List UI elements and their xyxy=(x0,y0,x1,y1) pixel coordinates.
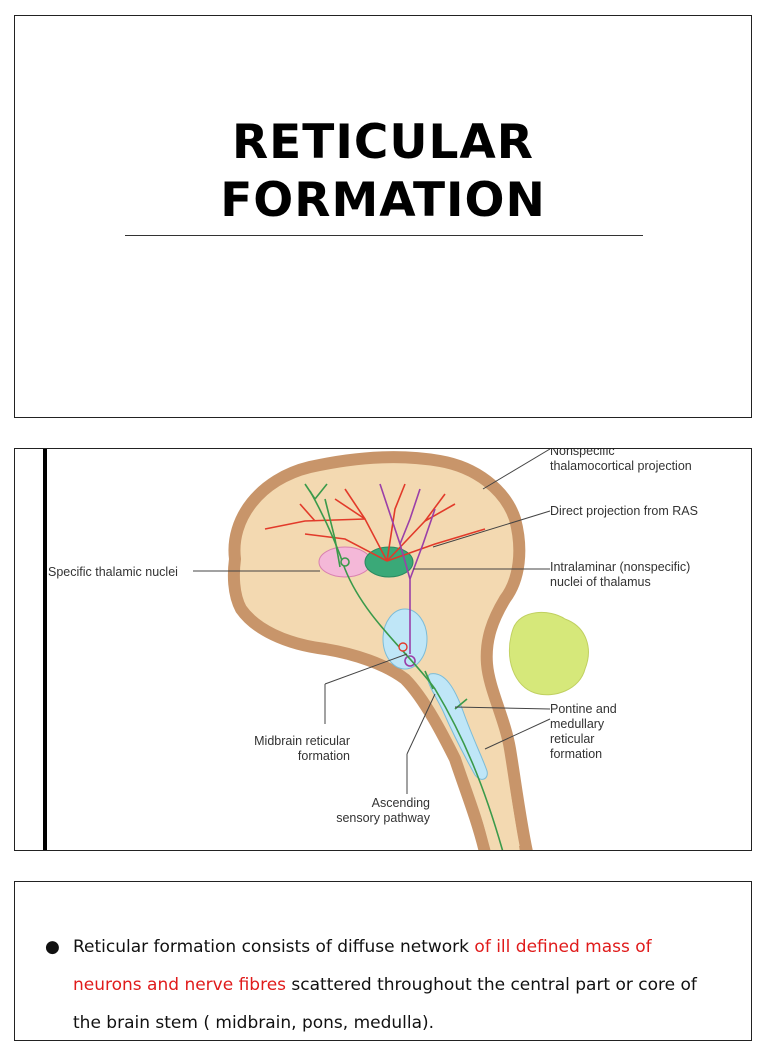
reticular-formation-diagram: Nonspecific thalamocortical projection D… xyxy=(48,449,698,850)
label-midbrain-line2: formation xyxy=(298,749,350,763)
label-pontine-line1: Pontine and xyxy=(550,702,617,716)
label-midbrain-line1: Midbrain reticular xyxy=(254,734,350,748)
title-line-1: RETICULAR xyxy=(231,115,534,170)
label-intralaminar-line2: nuclei of thalamus xyxy=(550,575,651,589)
brain-cortex-shape xyxy=(227,451,533,850)
ascending-sensory-path xyxy=(304,483,504,850)
label-nonspecific-line2: thalamocortical projection xyxy=(550,459,692,473)
slide-left-border xyxy=(43,449,47,850)
nonspecific-projection-paths xyxy=(264,483,486,562)
midbrain-node xyxy=(398,642,408,652)
label-pontine-line3: reticular xyxy=(550,732,594,746)
label-specific-thalamic: Specific thalamic nuclei xyxy=(48,565,178,579)
midbrain-reticular-formation xyxy=(382,608,428,670)
label-direct-projection: Direct projection from RAS xyxy=(550,504,698,518)
title-slide: RETICULAR FORMATION xyxy=(14,15,752,418)
text-slide: ● Reticular formation consists of diffus… xyxy=(14,881,752,1041)
label-nonspecific-line1: Nonspecific xyxy=(550,449,615,458)
title-underline xyxy=(125,235,643,236)
bullet-text-part1: Reticular formation consists of diffuse … xyxy=(73,937,475,957)
diagram-slide: Nonspecific thalamocortical projection D… xyxy=(14,448,752,851)
bullet-dot-icon: ● xyxy=(45,937,60,957)
label-pontine-line2: medullary xyxy=(550,717,605,731)
slide-title: RETICULAR FORMATION xyxy=(15,114,751,230)
pontine-medullary-reticular-formation xyxy=(427,673,488,780)
label-pontine-line4: formation xyxy=(550,747,602,761)
title-line-2: FORMATION xyxy=(220,173,546,228)
direct-projection-path xyxy=(379,483,436,667)
bullet-item: ● Reticular formation consists of diffus… xyxy=(43,928,711,1042)
label-ascending-line1: Ascending xyxy=(372,796,430,810)
cerebellum-shape xyxy=(509,611,589,696)
label-ascending-line2: sensory pathway xyxy=(336,811,431,825)
label-intralaminar-line1: Intralaminar (nonspecific) xyxy=(550,560,690,574)
bullet-list: ● Reticular formation consists of diffus… xyxy=(43,928,711,1042)
bullet-text-highlight: of ill defined mass of neurons and nerve… xyxy=(73,937,652,995)
leader-lines xyxy=(193,449,551,794)
